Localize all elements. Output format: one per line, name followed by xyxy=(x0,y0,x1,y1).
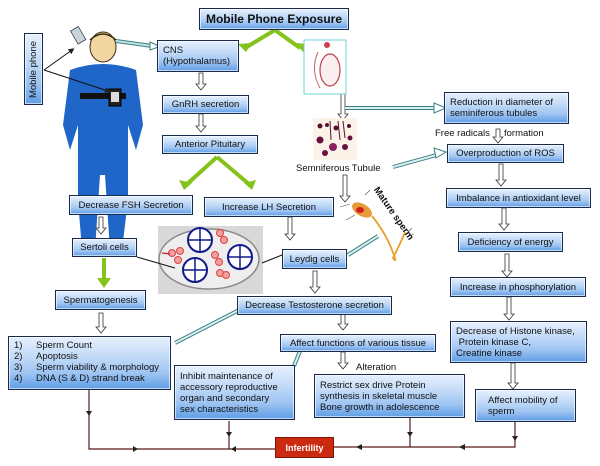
green-split-arrows-pituitary xyxy=(184,155,252,187)
increase-phosphorylation-box: Increase in phosphorylation xyxy=(450,277,586,297)
fsh-text: Decrease FSH Secretion xyxy=(78,199,184,211)
seminiferous-tubule-illustration xyxy=(313,118,357,160)
cns-line-2: (Hypothalamus) xyxy=(163,56,231,67)
inhibit-line-1: Inhibit maintenance of xyxy=(180,370,273,382)
sertoli-pointer-line xyxy=(136,256,176,269)
green-arrowhead-right xyxy=(295,43,309,52)
affect-tissue-text: Affect functions of various tissue xyxy=(289,337,427,349)
alteration-label: Alteration xyxy=(356,362,397,373)
effect-text: Apoptosis xyxy=(36,351,78,362)
infertility-text: Infertility xyxy=(285,442,324,453)
infertility-outcome-box: Infertility xyxy=(275,437,334,458)
testis-cross-section-illustration xyxy=(158,226,263,294)
leydig-pointer-line xyxy=(261,254,283,264)
testosterone-text: Decrease Testosterone secretion xyxy=(245,300,384,311)
reduction-diameter-box: Reduction in diameter of seminiferous tu… xyxy=(444,92,569,124)
leydig-text: Leydig cells xyxy=(289,253,340,265)
human-figure-illustration xyxy=(63,26,143,250)
phone-pointer-head xyxy=(43,48,75,71)
head-to-cns-arrow xyxy=(115,39,162,51)
sertoli-cells-box: Sertoli cells xyxy=(72,238,137,257)
restrict-sex-drive-box: Restrict sex drive Protein synthesis in … xyxy=(314,374,465,418)
reduction-line-1: Reduction in diameter of xyxy=(450,97,553,108)
effect-text: DNA (S & D) strand break xyxy=(36,373,145,384)
deficiency-energy-box: Deficiency of energy xyxy=(458,232,563,252)
restrict-line-3: Bone growth in adolescence xyxy=(320,401,440,413)
imbalance-text: Imbalance in antioxidant level xyxy=(456,192,581,204)
gnrh-text: GnRH secretion xyxy=(171,99,240,110)
green-arrowhead-fsh xyxy=(179,180,192,190)
cns-hypothalamus-box: CNS (Hypothalamus) xyxy=(157,40,239,72)
inhibit-line-3: organ and secondary xyxy=(180,392,270,404)
phosphorylation-text: Increase in phosphorylation xyxy=(459,281,577,293)
sperm-effects-list: 1) Sperm Count 2) Apoptosis 3) Sperm viabilit… xyxy=(14,340,159,384)
mobile-phone-label: Mobile phone xyxy=(24,33,43,105)
green-split-arrows-title xyxy=(243,28,302,50)
reduction-line-2: seminiferous tubules xyxy=(450,108,538,119)
page-title-text: Mobile Phone Exposure xyxy=(205,11,343,26)
decrease-testosterone-box: Decrease Testosterone secretion xyxy=(237,296,392,315)
affect-tissue-box: Affect functions of various tissue xyxy=(280,334,436,352)
inhibit-line-4: sex characteristics xyxy=(180,403,259,415)
decrease-kinase-box: Decrease of Histone kinase, Protein kina… xyxy=(450,321,587,363)
mobility-line-1: Affect mobility of xyxy=(488,394,558,406)
effect-number: 1) xyxy=(14,340,23,351)
restrict-line-1: Restrict sex drive Protein xyxy=(320,379,426,391)
green-arrowhead-lh xyxy=(244,180,256,190)
leydig-cells-box: Leydig cells xyxy=(282,249,347,269)
mobility-line-2: sperm xyxy=(488,405,515,417)
spermatogenesis-text: Spermatogenesis xyxy=(63,294,138,306)
phone-pointer-belt xyxy=(43,69,111,93)
gnrh-secretion-box: GnRH secretion xyxy=(162,95,249,114)
free-radicals-label: Free radicals xyxy=(435,128,490,139)
restrict-line-2: synthesis in skeletal muscle xyxy=(320,390,438,402)
cns-line-1: CNS xyxy=(163,45,184,56)
effect-text: Sperm viability & morphology xyxy=(36,362,160,373)
kinase-line-3: Creatine kinase xyxy=(456,347,523,359)
green-arrow-sertoli-spermatogenesis xyxy=(97,258,111,288)
testis-illustration xyxy=(303,39,347,95)
inhibit-maintenance-box: Inhibit maintenance of accessory reprodu… xyxy=(174,365,295,420)
page-title: Mobile Phone Exposure xyxy=(199,8,349,30)
effect-number: 2) xyxy=(14,351,23,362)
lh-text: Increase LH Secretion xyxy=(222,201,316,213)
mature-sperm-label: Mature sperm xyxy=(370,185,416,243)
effect-number: 4) xyxy=(14,373,23,384)
green-arrowhead-left xyxy=(238,43,252,52)
spermatogenesis-box: Spermatogenesis xyxy=(55,290,146,310)
kinase-line-2: Protein kinase C, xyxy=(456,336,531,348)
seminiferous-tubule-label: Semniferous Tubule xyxy=(296,163,381,174)
imbalance-antioxidant-box: Imbalance in antioxidant level xyxy=(446,188,591,208)
sertoli-text: Sertoli cells xyxy=(80,242,129,253)
ros-text: Overproduction of ROS xyxy=(456,148,555,159)
arrowhead-ros xyxy=(433,147,448,159)
kinase-line-1: Decrease of Histone kinase, xyxy=(456,325,575,337)
affect-mobility-box: Affect mobility of sperm xyxy=(475,389,576,422)
deficiency-text: Deficiency of energy xyxy=(467,236,554,248)
anterior-pituitary-box: Anterior Pituitary xyxy=(162,135,258,154)
effect-number: 3) xyxy=(14,362,23,373)
inhibit-line-2: accessory reproductive xyxy=(180,381,278,393)
decrease-fsh-box: Decrease FSH Secretion xyxy=(69,195,193,215)
formation-label: formation xyxy=(504,128,544,139)
increase-lh-box: Increase LH Secretion xyxy=(204,197,334,217)
mobile-phone-label-text: Mobile phone xyxy=(28,40,40,98)
sperm-effects-box: 1) Sperm Count 2) Apoptosis 3) Sperm viabilit… xyxy=(8,336,171,390)
overproduction-ros-box: Overproduction of ROS xyxy=(447,144,564,163)
pituitary-text: Anterior Pituitary xyxy=(174,139,246,150)
effect-text: Sperm Count xyxy=(36,340,92,351)
